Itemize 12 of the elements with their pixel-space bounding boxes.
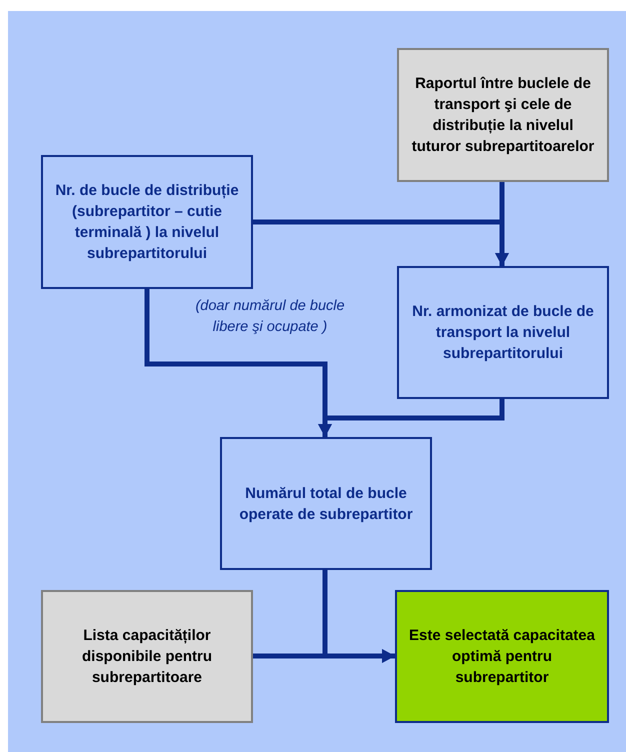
process-box <box>220 437 432 570</box>
box-text: Nr. de bucle de distribuție (subrepartitor – cutie terminală ) la nivelul subrepartitorului <box>54 181 240 264</box>
box-text: Lista capacităților disponibile pentru subrepartitoare <box>81 626 213 688</box>
box-text: Numărul total de bucle operate de subrepartitor <box>238 484 414 524</box>
process-box <box>41 155 253 289</box>
process-box <box>41 590 253 723</box>
box-text: Nr. armonizat de bucle de transport la nivelul subrepartitorului <box>411 302 595 364</box>
box-text: Raportul între buclele de transport şi cele de distribuție la nivelul tuturor subrepartitoarelor <box>410 74 596 157</box>
box-text: Este selectată capacitatea optimă pentru subrepartitor <box>408 626 596 688</box>
process-box <box>397 48 609 182</box>
process-box <box>395 590 609 723</box>
process-box <box>397 266 609 399</box>
